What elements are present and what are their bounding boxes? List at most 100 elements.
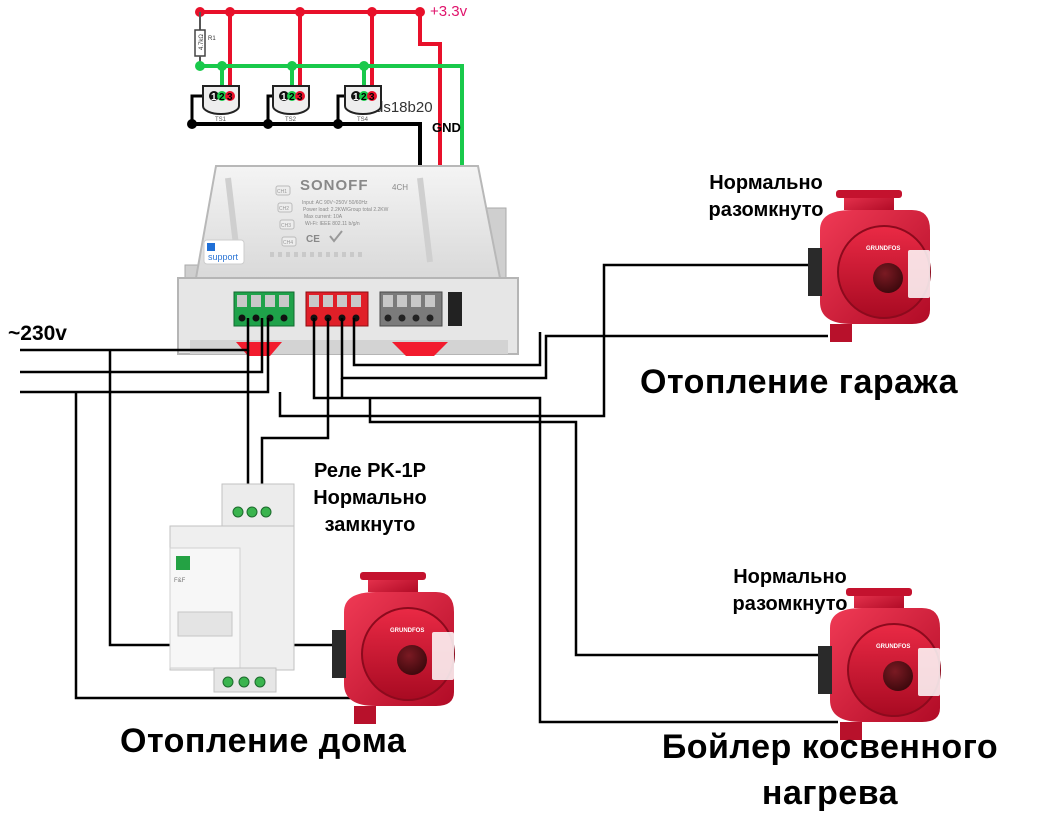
pump-dial-icon (883, 661, 913, 691)
sensor-ref: TS4 (357, 117, 369, 123)
relay-caption: Реле PK-1P Нормально замкнуто (290, 458, 450, 539)
pk1p-relay: F&F (169, 483, 295, 693)
mains-line-2 (20, 318, 264, 374)
sensor-ts2: 1 2 3 TS2 (272, 85, 310, 123)
pump-flange-bottom (840, 722, 862, 740)
pin2-dot (287, 91, 297, 101)
channel-label: CH1 (277, 189, 287, 195)
channel-label: CH3 (281, 223, 291, 229)
sensor-ref: TS1 (215, 117, 227, 123)
pin1-dot (209, 91, 219, 101)
pump-brand: GRUNDFOS (866, 246, 900, 252)
garage-return (352, 318, 542, 367)
relay-screw-icon (260, 506, 272, 518)
resistor-value: 4.7kΩ (199, 34, 205, 50)
ch1-coil (260, 318, 330, 492)
spec-line: Input: AC 90V~250V 50/60Hz (302, 200, 368, 206)
boiler-pump-state-line2: разомкнуто (732, 593, 848, 615)
pin-row (270, 252, 362, 257)
boiler-pump-caption: Бойлер косвенного нагрева (630, 724, 1030, 816)
gnd-node (187, 119, 197, 129)
pump-dial-icon (397, 645, 427, 675)
vcc-node (225, 7, 235, 17)
gnd-node (263, 119, 273, 129)
relay-state-line1: Нормально (313, 487, 427, 509)
terminal-block-gray (379, 291, 443, 327)
lid-groove (417, 177, 433, 263)
pin1-label: 1 (281, 92, 287, 103)
pump-flange-bottom (830, 324, 852, 342)
pump-brand: GRUNDFOS (390, 628, 424, 634)
relay-top-body (221, 483, 295, 527)
relay-feed-1 (108, 350, 192, 647)
pump-boiler: GRUNDFOS (818, 588, 941, 740)
vcc-voltage-label: +3.3v (430, 3, 468, 20)
relay-brand-icon (176, 556, 190, 570)
boiler-neutral (368, 398, 822, 657)
pin3-dot (225, 91, 235, 101)
pump-brand: GRUNDFOS (876, 644, 910, 650)
channel-led (281, 236, 297, 247)
relay-state-line2: замкнуто (324, 514, 416, 536)
channel-led (279, 219, 295, 230)
terminal-block-red (305, 291, 369, 327)
pin3-label: 3 (297, 92, 303, 103)
pin1-label: 1 (211, 92, 217, 103)
garage-pump-state: Нормально разомкнуто (676, 170, 856, 224)
pin1-dot (279, 91, 289, 101)
pin3-label: 3 (227, 92, 233, 103)
vcc-node (415, 7, 425, 17)
sensor-ref: TS2 (285, 117, 297, 123)
relay-screw-icon (246, 506, 258, 518)
data-node (287, 61, 297, 71)
gnd-node (333, 119, 343, 129)
pump-port-left (808, 248, 822, 296)
pump-dial-icon (873, 263, 903, 293)
vcc-node (295, 7, 305, 17)
sensor-ts4: 1 2 3 TS4 (344, 85, 382, 123)
relay-screw-icon (222, 676, 234, 688)
relay-front-face (169, 547, 241, 669)
sonoff-controller: support SONOFF 4CH CH1 CH2 CH3 CH4 Input… (177, 165, 519, 356)
channel-label: CH4 (283, 240, 293, 246)
relay-screw-icon (254, 676, 266, 688)
relay-neutral (74, 392, 352, 700)
sensor-ts1: 1 2 3 TS1 (202, 85, 240, 123)
channel-led (277, 202, 293, 213)
house-pump-caption: Отопление дома (120, 722, 407, 760)
power-wiring (20, 263, 838, 724)
pin2-dot (359, 91, 369, 101)
pump-flange-top-cap (836, 190, 902, 198)
gnd-label: GND (432, 120, 461, 135)
relay-screw-icon (232, 506, 244, 518)
pin3-label: 3 (369, 92, 375, 103)
pump-port-left (818, 646, 832, 694)
pin2-label: 2 (219, 92, 225, 103)
garage-pump-state-line2: разомкнуто (708, 199, 824, 221)
pin2-label: 2 (289, 92, 295, 103)
brand-logo: SONOFF (300, 177, 369, 194)
din-release-tab (392, 342, 448, 356)
vcc-wire (200, 10, 442, 178)
relay-window (177, 611, 233, 637)
pump-garage: GRUNDFOS (808, 190, 931, 342)
relay-brand-label: F&F (174, 578, 186, 584)
pin1-label: 1 (353, 92, 359, 103)
mains-line-3 (20, 318, 270, 394)
pin2-dot (217, 91, 227, 101)
garage-pump-caption: Отопление гаража (640, 363, 958, 401)
garage-pump-state-line1: Нормально (709, 172, 823, 194)
relay-screw-icon (238, 676, 250, 688)
channel-leds: CH1 CH2 CH3 CH4 (275, 185, 297, 247)
data-node (359, 61, 369, 71)
channel-label: CH2 (279, 206, 289, 212)
pump-flange-top-cap (360, 572, 426, 580)
spec-line: Wi-Fi: IEEE 802.11 b/g/n (305, 221, 360, 227)
relay-title: Реле PK-1P (314, 460, 426, 482)
support-badge-text: support (208, 252, 239, 262)
spec-line: Power load: 2.2KW/Group total 2.2KW (303, 207, 389, 213)
vcc-node (367, 7, 377, 17)
pin2-label: 2 (361, 92, 367, 103)
boiler-feed (312, 318, 838, 724)
